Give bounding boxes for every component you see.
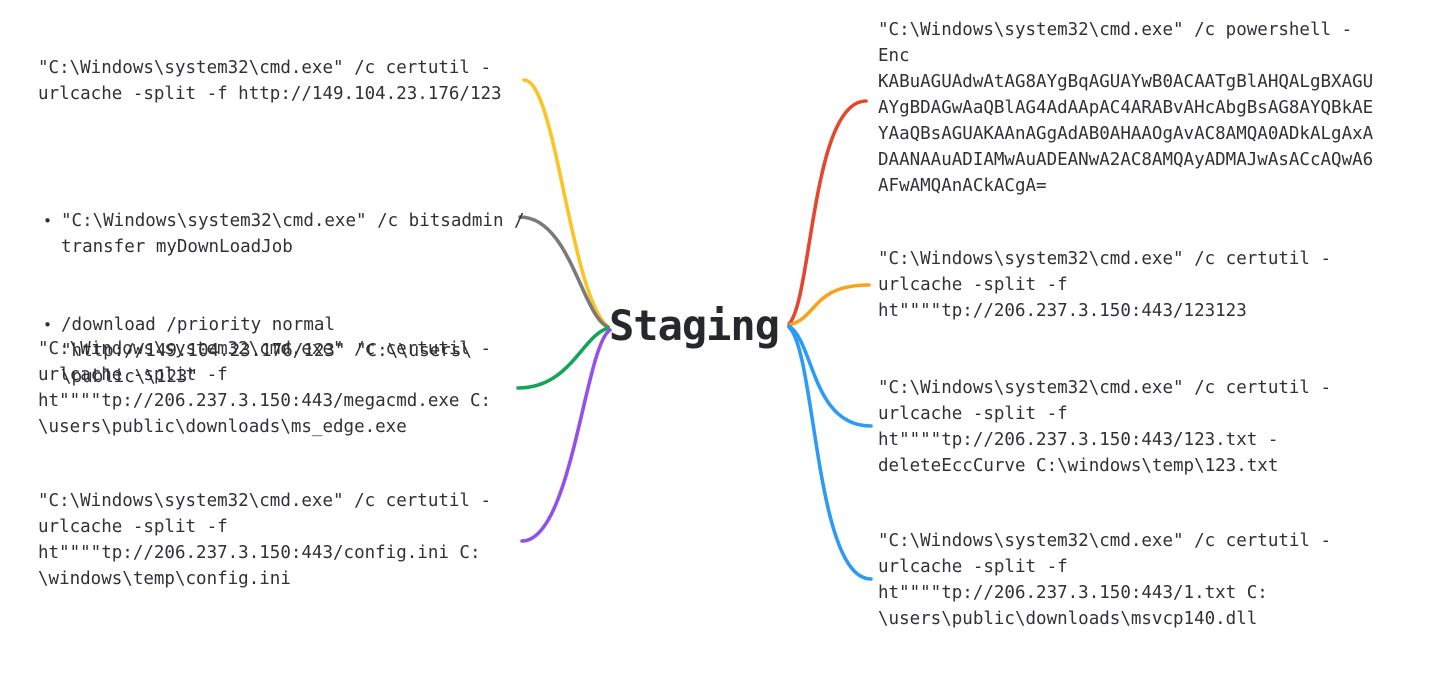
- node-certutil-config-ini[interactable]: "C:\Windows\system32\cmd.exe" /c certuti…: [38, 491, 492, 589]
- branch-curve-orange: [787, 283, 871, 327]
- bullet-icon: •: [43, 212, 53, 230]
- node-powershell-encoded[interactable]: "C:\Windows\system32\cmd.exe" /c powersh…: [878, 20, 1374, 196]
- node-certutil-msvcp140[interactable]: "C:\Windows\system32\cmd.exe" /c certuti…: [878, 531, 1332, 629]
- branch-curve-blue-upper: [787, 324, 873, 428]
- branch-curve-blue-lower: [787, 325, 873, 581]
- node-certutil-http-download[interactable]: "C:\Windows\system32\cmd.exe" /c certuti…: [38, 58, 502, 104]
- branch-curve-red: [787, 99, 868, 326]
- node-certutil-123123[interactable]: "C:\Windows\system32\cmd.exe" /c certuti…: [878, 249, 1332, 321]
- bullet-icon: •: [43, 316, 53, 334]
- node-bitsadmin-transfer[interactable]: • "C:\Windows\system32\cmd.exe" /c bitsa…: [38, 156, 558, 442]
- bullet-item-text: /download /priority normal "http://149.1…: [61, 315, 472, 387]
- bullet-item: • "C:\Windows\system32\cmd.exe" /c bitsa…: [38, 208, 558, 260]
- bullet-item: • /download /priority normal "http://149…: [38, 312, 558, 390]
- node-certutil-123-txt[interactable]: "C:\Windows\system32\cmd.exe" /c certuti…: [878, 378, 1332, 476]
- bullet-item-text: "C:\Windows\system32\cmd.exe" /c bitsadm…: [61, 211, 525, 257]
- center-node-staging[interactable]: Staging: [609, 301, 780, 350]
- node-certutil-megacmd[interactable]: "C:\Windows\system32\cmd.exe" /c certuti…: [38, 339, 492, 437]
